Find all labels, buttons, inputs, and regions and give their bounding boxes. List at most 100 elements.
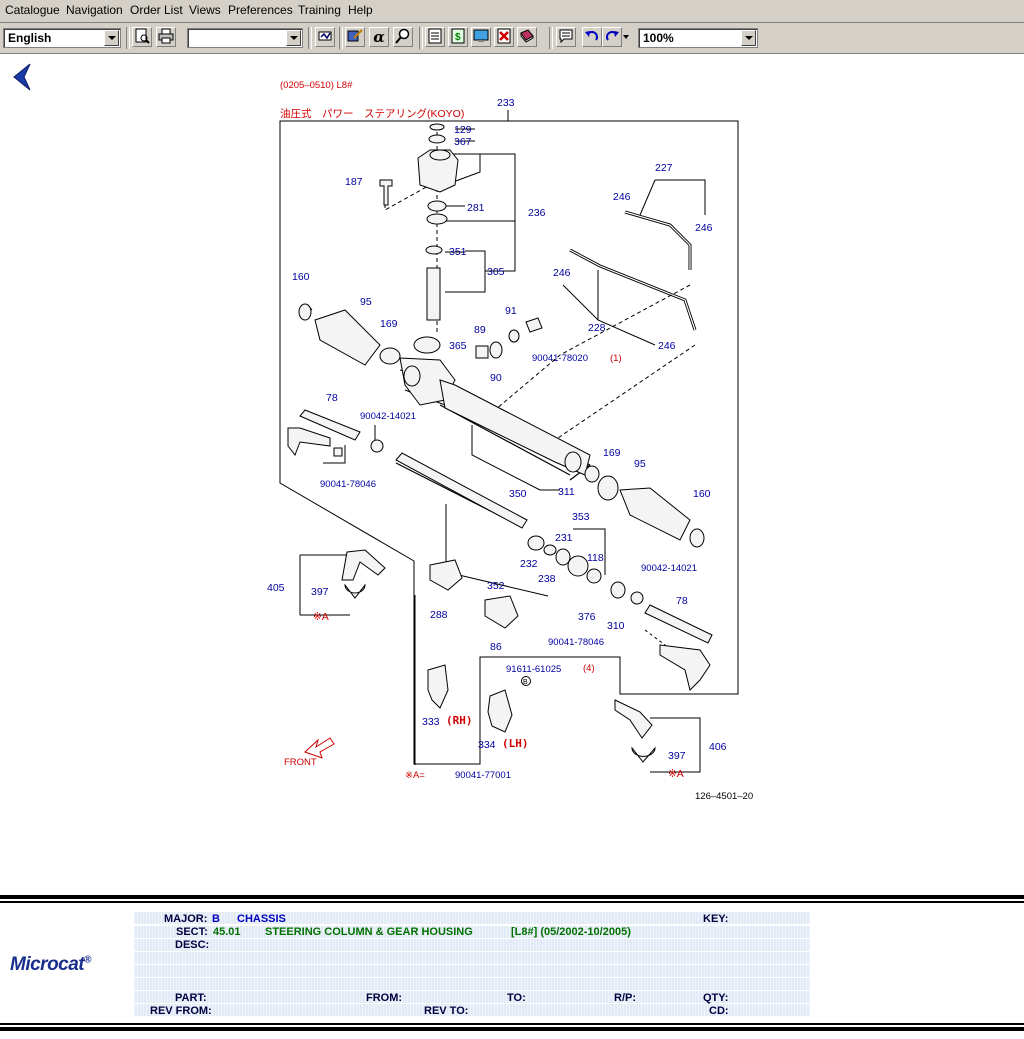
menu-order-list[interactable]: Order List bbox=[130, 3, 183, 17]
callout-91[interactable]: 91 bbox=[505, 305, 517, 317]
callout-238[interactable]: 238 bbox=[538, 573, 556, 585]
delete-button[interactable] bbox=[494, 27, 514, 47]
chevron-down-icon[interactable] bbox=[104, 30, 119, 46]
callout-228[interactable]: 228 bbox=[588, 322, 606, 334]
callout-90041-78046-right[interactable]: 90041-78046 bbox=[548, 637, 604, 648]
figure-number: 126–4501–20 bbox=[695, 791, 753, 802]
callout-406[interactable]: 406 bbox=[709, 741, 727, 753]
callout-169-left[interactable]: 169 bbox=[380, 318, 398, 330]
toolbar-separator bbox=[126, 27, 130, 49]
front-label: FRONT bbox=[284, 757, 317, 768]
callout-95-right[interactable]: 95 bbox=[634, 458, 646, 470]
handshake-icon bbox=[318, 31, 332, 41]
callout-160-left[interactable]: 160 bbox=[292, 271, 310, 283]
price-button[interactable]: $ bbox=[448, 27, 468, 47]
chevron-down-icon[interactable] bbox=[741, 30, 756, 46]
part-illustrations bbox=[287, 123, 713, 763]
redo-button[interactable] bbox=[602, 27, 622, 47]
callout-78-left[interactable]: 78 bbox=[326, 392, 338, 404]
callout-405[interactable]: 405 bbox=[267, 582, 285, 594]
callout-129[interactable]: 129 bbox=[454, 124, 472, 136]
book-icon bbox=[520, 29, 534, 43]
catalogue-select[interactable] bbox=[187, 28, 303, 48]
chevron-down-icon[interactable] bbox=[286, 30, 301, 46]
undo-button[interactable] bbox=[582, 27, 602, 47]
callout-118[interactable]: 118 bbox=[587, 552, 604, 564]
callout-232[interactable]: 232 bbox=[520, 558, 538, 570]
callout-367[interactable]: 367 bbox=[454, 136, 472, 148]
callout-233[interactable]: 233 bbox=[497, 97, 515, 109]
callout-376[interactable]: 376 bbox=[578, 611, 596, 623]
print-button[interactable] bbox=[156, 27, 176, 47]
note-a-part[interactable]: 90041-77001 bbox=[455, 770, 511, 781]
callout-236[interactable]: 236 bbox=[528, 207, 546, 219]
callout-90042-14021-right[interactable]: 90042-14021 bbox=[641, 563, 697, 574]
find-button[interactable] bbox=[393, 27, 413, 47]
callout-90[interactable]: 90 bbox=[490, 372, 502, 384]
callout-231[interactable]: 231 bbox=[555, 532, 573, 544]
callout-334[interactable]: 334 bbox=[478, 739, 496, 751]
callout-246-a[interactable]: 246 bbox=[613, 191, 631, 203]
callout-rh: (RH) bbox=[446, 714, 473, 727]
redo-dropdown-icon[interactable] bbox=[623, 35, 629, 39]
image-button[interactable] bbox=[471, 27, 491, 47]
callout-78-right[interactable]: 78 bbox=[676, 595, 688, 607]
callout-246-c[interactable]: 246 bbox=[553, 267, 571, 279]
callout-365[interactable]: 365 bbox=[449, 340, 467, 352]
menu-views[interactable]: Views bbox=[189, 3, 221, 17]
callout-352[interactable]: 352 bbox=[487, 580, 505, 592]
menu-training[interactable]: Training bbox=[298, 3, 341, 17]
callout-90041-78020[interactable]: 90041-78020 bbox=[532, 353, 588, 364]
toolbar-separator bbox=[419, 27, 423, 49]
callout-288[interactable]: 288 bbox=[430, 609, 448, 621]
callout-311[interactable]: 311 bbox=[558, 486, 575, 498]
callout-397-right[interactable]: 397 bbox=[668, 750, 686, 762]
callout-90041-78046-left[interactable]: 90041-78046 bbox=[320, 479, 376, 490]
callout-310[interactable]: 310 bbox=[607, 620, 625, 632]
menu-navigation[interactable]: Navigation bbox=[66, 3, 123, 17]
callout-227[interactable]: 227 bbox=[655, 162, 673, 174]
callout-333[interactable]: 333 bbox=[422, 716, 440, 728]
callout-160-right[interactable]: 160 bbox=[693, 488, 711, 500]
menu-help[interactable]: Help bbox=[348, 3, 373, 17]
callout-281[interactable]: 281 bbox=[467, 202, 485, 214]
callout-397-left[interactable]: 397 bbox=[311, 586, 329, 598]
callout-95-left[interactable]: 95 bbox=[360, 296, 372, 308]
toolbar-separator bbox=[549, 27, 553, 49]
undo-icon bbox=[585, 31, 598, 41]
logo-registered-mark: ® bbox=[84, 954, 92, 966]
menu-preferences[interactable]: Preferences bbox=[228, 3, 293, 17]
note-button[interactable] bbox=[556, 27, 576, 47]
book-button[interactable] bbox=[517, 27, 537, 47]
callout-351[interactable]: 351 bbox=[449, 246, 467, 258]
callout-305[interactable]: 305 bbox=[487, 266, 505, 278]
callout-90042-14021-left[interactable]: 90042-14021 bbox=[360, 411, 416, 422]
callout-246-d[interactable]: 246 bbox=[658, 340, 676, 352]
callout-350[interactable]: 350 bbox=[509, 488, 527, 500]
callout-86[interactable]: 86 bbox=[490, 641, 502, 653]
toolbar-separator bbox=[339, 27, 343, 49]
callout-169-right[interactable]: 169 bbox=[603, 447, 621, 459]
major-label: MAJOR: bbox=[164, 913, 208, 925]
toolbar-separator bbox=[308, 27, 312, 49]
alpha-search-button[interactable]: α bbox=[369, 27, 389, 47]
callout-353[interactable]: 353 bbox=[572, 511, 590, 523]
callout-91611-61025[interactable]: 91611-61025 bbox=[506, 664, 561, 675]
menu-bar: Catalogue Navigation Order List Views Pr… bbox=[0, 0, 1024, 23]
sect-name: STEERING COLUMN & GEAR HOUSING bbox=[265, 926, 473, 938]
menu-catalogue[interactable]: Catalogue bbox=[5, 3, 60, 17]
select-tool-button[interactable] bbox=[315, 27, 335, 47]
view-button[interactable] bbox=[345, 27, 365, 47]
callout-246-b[interactable]: 246 bbox=[695, 222, 713, 234]
major-code: B bbox=[212, 913, 220, 925]
sect-label: SECT: bbox=[176, 926, 208, 938]
language-select[interactable]: English bbox=[3, 28, 121, 48]
zoom-select[interactable]: 100% bbox=[638, 28, 758, 48]
parts-list-button[interactable] bbox=[425, 27, 445, 47]
callout-187[interactable]: 187 bbox=[345, 176, 363, 188]
callout-lh: (LH) bbox=[502, 737, 529, 750]
rev-to-label: REV TO: bbox=[424, 1005, 469, 1017]
back-arrow-icon[interactable] bbox=[10, 62, 34, 92]
callout-89[interactable]: 89 bbox=[474, 324, 486, 336]
print-preview-button[interactable] bbox=[132, 27, 152, 47]
